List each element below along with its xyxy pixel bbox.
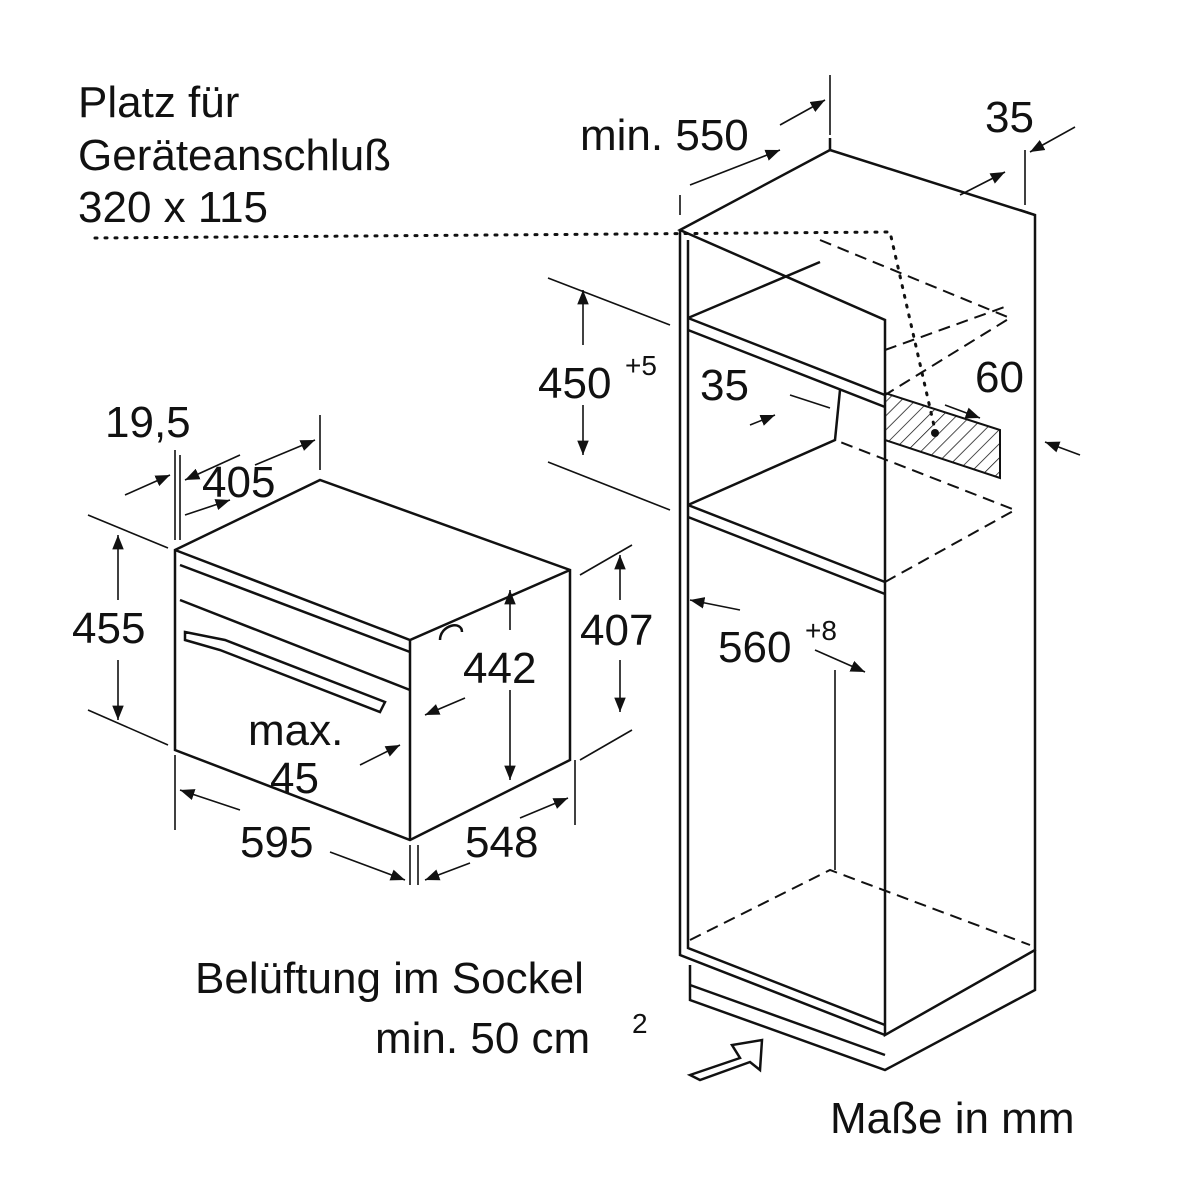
connection-note-line3: 320 x 115	[78, 183, 268, 232]
label-inner-height: 442	[463, 644, 536, 693]
dimension-lines	[87, 75, 1081, 1082]
label-niche-width: 560	[718, 623, 791, 672]
ventilation-note-sup: 2	[632, 1008, 648, 1039]
connection-note-line2: Geräteanschluß	[78, 131, 391, 180]
label-depth-min: min. 550	[580, 111, 749, 160]
label-front-offset: 19,5	[105, 398, 191, 447]
label-top-depth: 405	[202, 458, 275, 507]
label-handle-max: max.	[248, 706, 343, 755]
label-niche-width-tol: +8	[805, 615, 837, 646]
label-depth: 548	[465, 818, 538, 867]
tall-cabinet	[93, 138, 1037, 1072]
label-height-body: 407	[580, 606, 653, 655]
label-height-total: 455	[72, 604, 145, 653]
label-niche-height-tol: +5	[625, 350, 657, 381]
label-side-gap: 35	[985, 93, 1034, 142]
label-shelf-gap: 35	[700, 361, 749, 410]
oven-appliance	[173, 478, 572, 842]
label-width: 595	[240, 818, 313, 867]
units-note: Maße in mm	[830, 1094, 1074, 1143]
label-niche-height: 450	[538, 359, 611, 408]
label-rear-gap: 60	[975, 353, 1024, 402]
label-handle-max-value: 45	[270, 754, 319, 803]
ventilation-note-line1: Belüftung im Sockel	[195, 954, 584, 1003]
ventilation-note-line2: min. 50 cm	[375, 1014, 590, 1063]
connection-note-line1: Platz für	[78, 78, 239, 127]
